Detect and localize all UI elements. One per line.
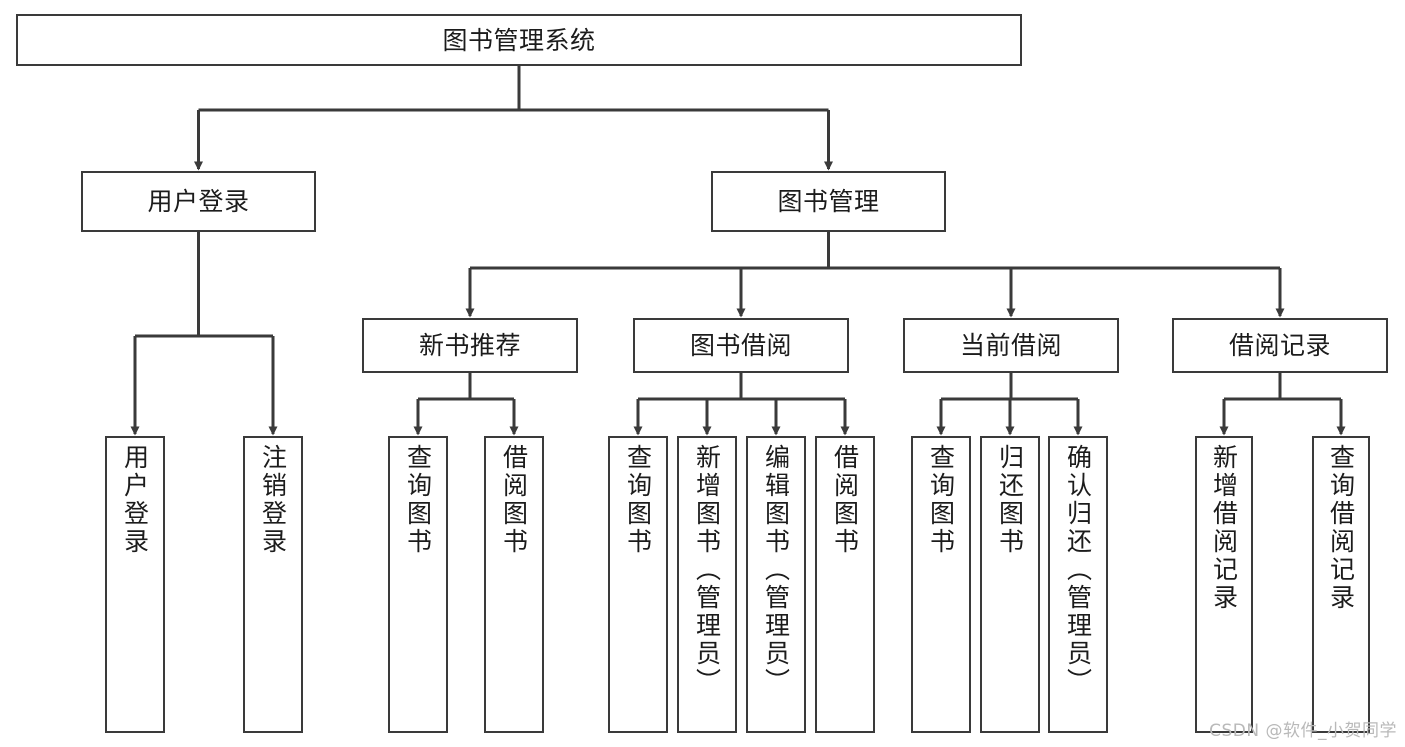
node-leaf-edit-book[interactable]: 编辑图书（管理员） [746,436,806,733]
node-user-login[interactable]: 用户登录 [81,171,316,232]
node-label-leaf-add-book: 新增图书（管理员） [692,444,722,696]
node-label-user-login: 用户登录 [147,187,250,216]
node-leaf-user-logout[interactable]: 注销登录 [243,436,303,733]
node-book-borrow[interactable]: 图书借阅 [633,318,849,373]
node-label-new-book-rec: 新书推荐 [418,331,521,360]
node-leaf-borrow-book-2[interactable]: 借阅图书 [815,436,875,733]
node-label-leaf-add-record: 新增借阅记录 [1209,444,1239,612]
node-leaf-add-book[interactable]: 新增图书（管理员） [677,436,737,733]
node-leaf-query-book-3[interactable]: 查询图书 [911,436,971,733]
node-leaf-user-login[interactable]: 用户登录 [105,436,165,733]
node-label-leaf-edit-book: 编辑图书（管理员） [761,444,791,696]
node-book-manage[interactable]: 图书管理 [711,171,946,232]
node-new-book-rec[interactable]: 新书推荐 [362,318,578,373]
node-leaf-add-record[interactable]: 新增借阅记录 [1195,436,1253,733]
node-label-leaf-borrow-book-1: 借阅图书 [499,444,529,556]
node-current-borrow[interactable]: 当前借阅 [903,318,1119,373]
node-label-leaf-return-book: 归还图书 [995,444,1025,556]
node-label-book-manage: 图书管理 [777,187,880,216]
node-leaf-query-record[interactable]: 查询借阅记录 [1312,436,1370,733]
node-label-book-borrow: 图书借阅 [689,331,792,360]
node-label-root: 图书管理系统 [442,25,596,55]
node-label-leaf-user-logout: 注销登录 [258,444,288,556]
node-root[interactable]: 图书管理系统 [16,14,1022,66]
node-label-leaf-query-record: 查询借阅记录 [1326,444,1356,612]
csdn-watermark: CSDN @软件_小贺同学 [1209,721,1397,741]
node-leaf-confirm-ret[interactable]: 确认归还（管理员） [1048,436,1108,733]
node-leaf-query-book-1[interactable]: 查询图书 [388,436,448,733]
node-label-leaf-query-book-2: 查询图书 [623,444,653,556]
node-label-borrow-record: 借阅记录 [1228,331,1331,360]
node-label-leaf-confirm-ret: 确认归还（管理员） [1063,444,1093,696]
node-label-leaf-borrow-book-2: 借阅图书 [830,444,860,556]
node-leaf-query-book-2[interactable]: 查询图书 [608,436,668,733]
node-leaf-return-book[interactable]: 归还图书 [980,436,1040,733]
node-label-leaf-query-book-1: 查询图书 [403,444,433,556]
node-leaf-borrow-book-1[interactable]: 借阅图书 [484,436,544,733]
node-label-leaf-user-login: 用户登录 [120,444,150,556]
node-label-leaf-query-book-3: 查询图书 [926,444,956,556]
node-borrow-record[interactable]: 借阅记录 [1172,318,1388,373]
node-label-current-borrow: 当前借阅 [959,331,1062,360]
